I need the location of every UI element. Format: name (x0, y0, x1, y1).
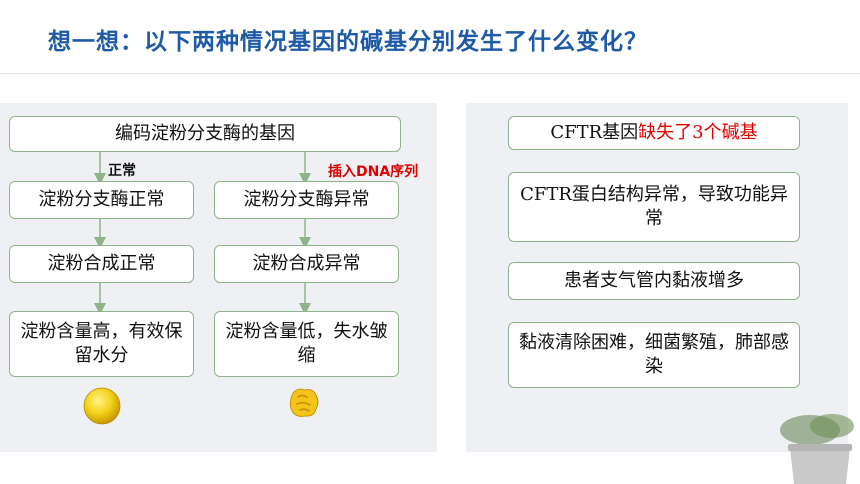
abnormal-step-1: 淀粉分支酶异常 (214, 181, 399, 219)
normal-step-2: 淀粉合成正常 (9, 245, 194, 283)
title-divider (0, 73, 860, 74)
normal-step-1: 淀粉分支酶正常 (9, 181, 194, 219)
cftr-step-1: CFTR蛋白结构异常，导致功能异常 (508, 172, 800, 242)
label-normal: 正常 (108, 163, 136, 179)
normal-step-3: 淀粉含量高，有效保留水分 (9, 311, 194, 377)
round-pea-icon (83, 387, 121, 425)
page-title: 想一想：以下两种情况基因的碱基分别发生了什么变化？ (48, 29, 648, 55)
wrinkled-pea-icon (289, 388, 319, 417)
cftr-step-3: 黏液清除困难，细菌繁殖，肺部感染 (508, 322, 800, 388)
cftr-gene-box: CFTR基因缺失了3个碱基 (508, 116, 800, 150)
cftr-deletion-text: 缺失了3个碱基 (638, 121, 758, 143)
label-insert-dna: 插入DNA序列 (328, 164, 419, 180)
abnormal-step-3: 淀粉含量低，失水皱缩 (214, 311, 399, 377)
cftr-gene-text: CFTR基因 (550, 121, 639, 143)
gene-box: 编码淀粉分支酶的基因 (9, 116, 401, 152)
plant-pot-icon (780, 414, 854, 484)
abnormal-step-2: 淀粉合成异常 (214, 245, 399, 283)
cftr-step-2: 患者支气管内黏液增多 (508, 262, 800, 300)
